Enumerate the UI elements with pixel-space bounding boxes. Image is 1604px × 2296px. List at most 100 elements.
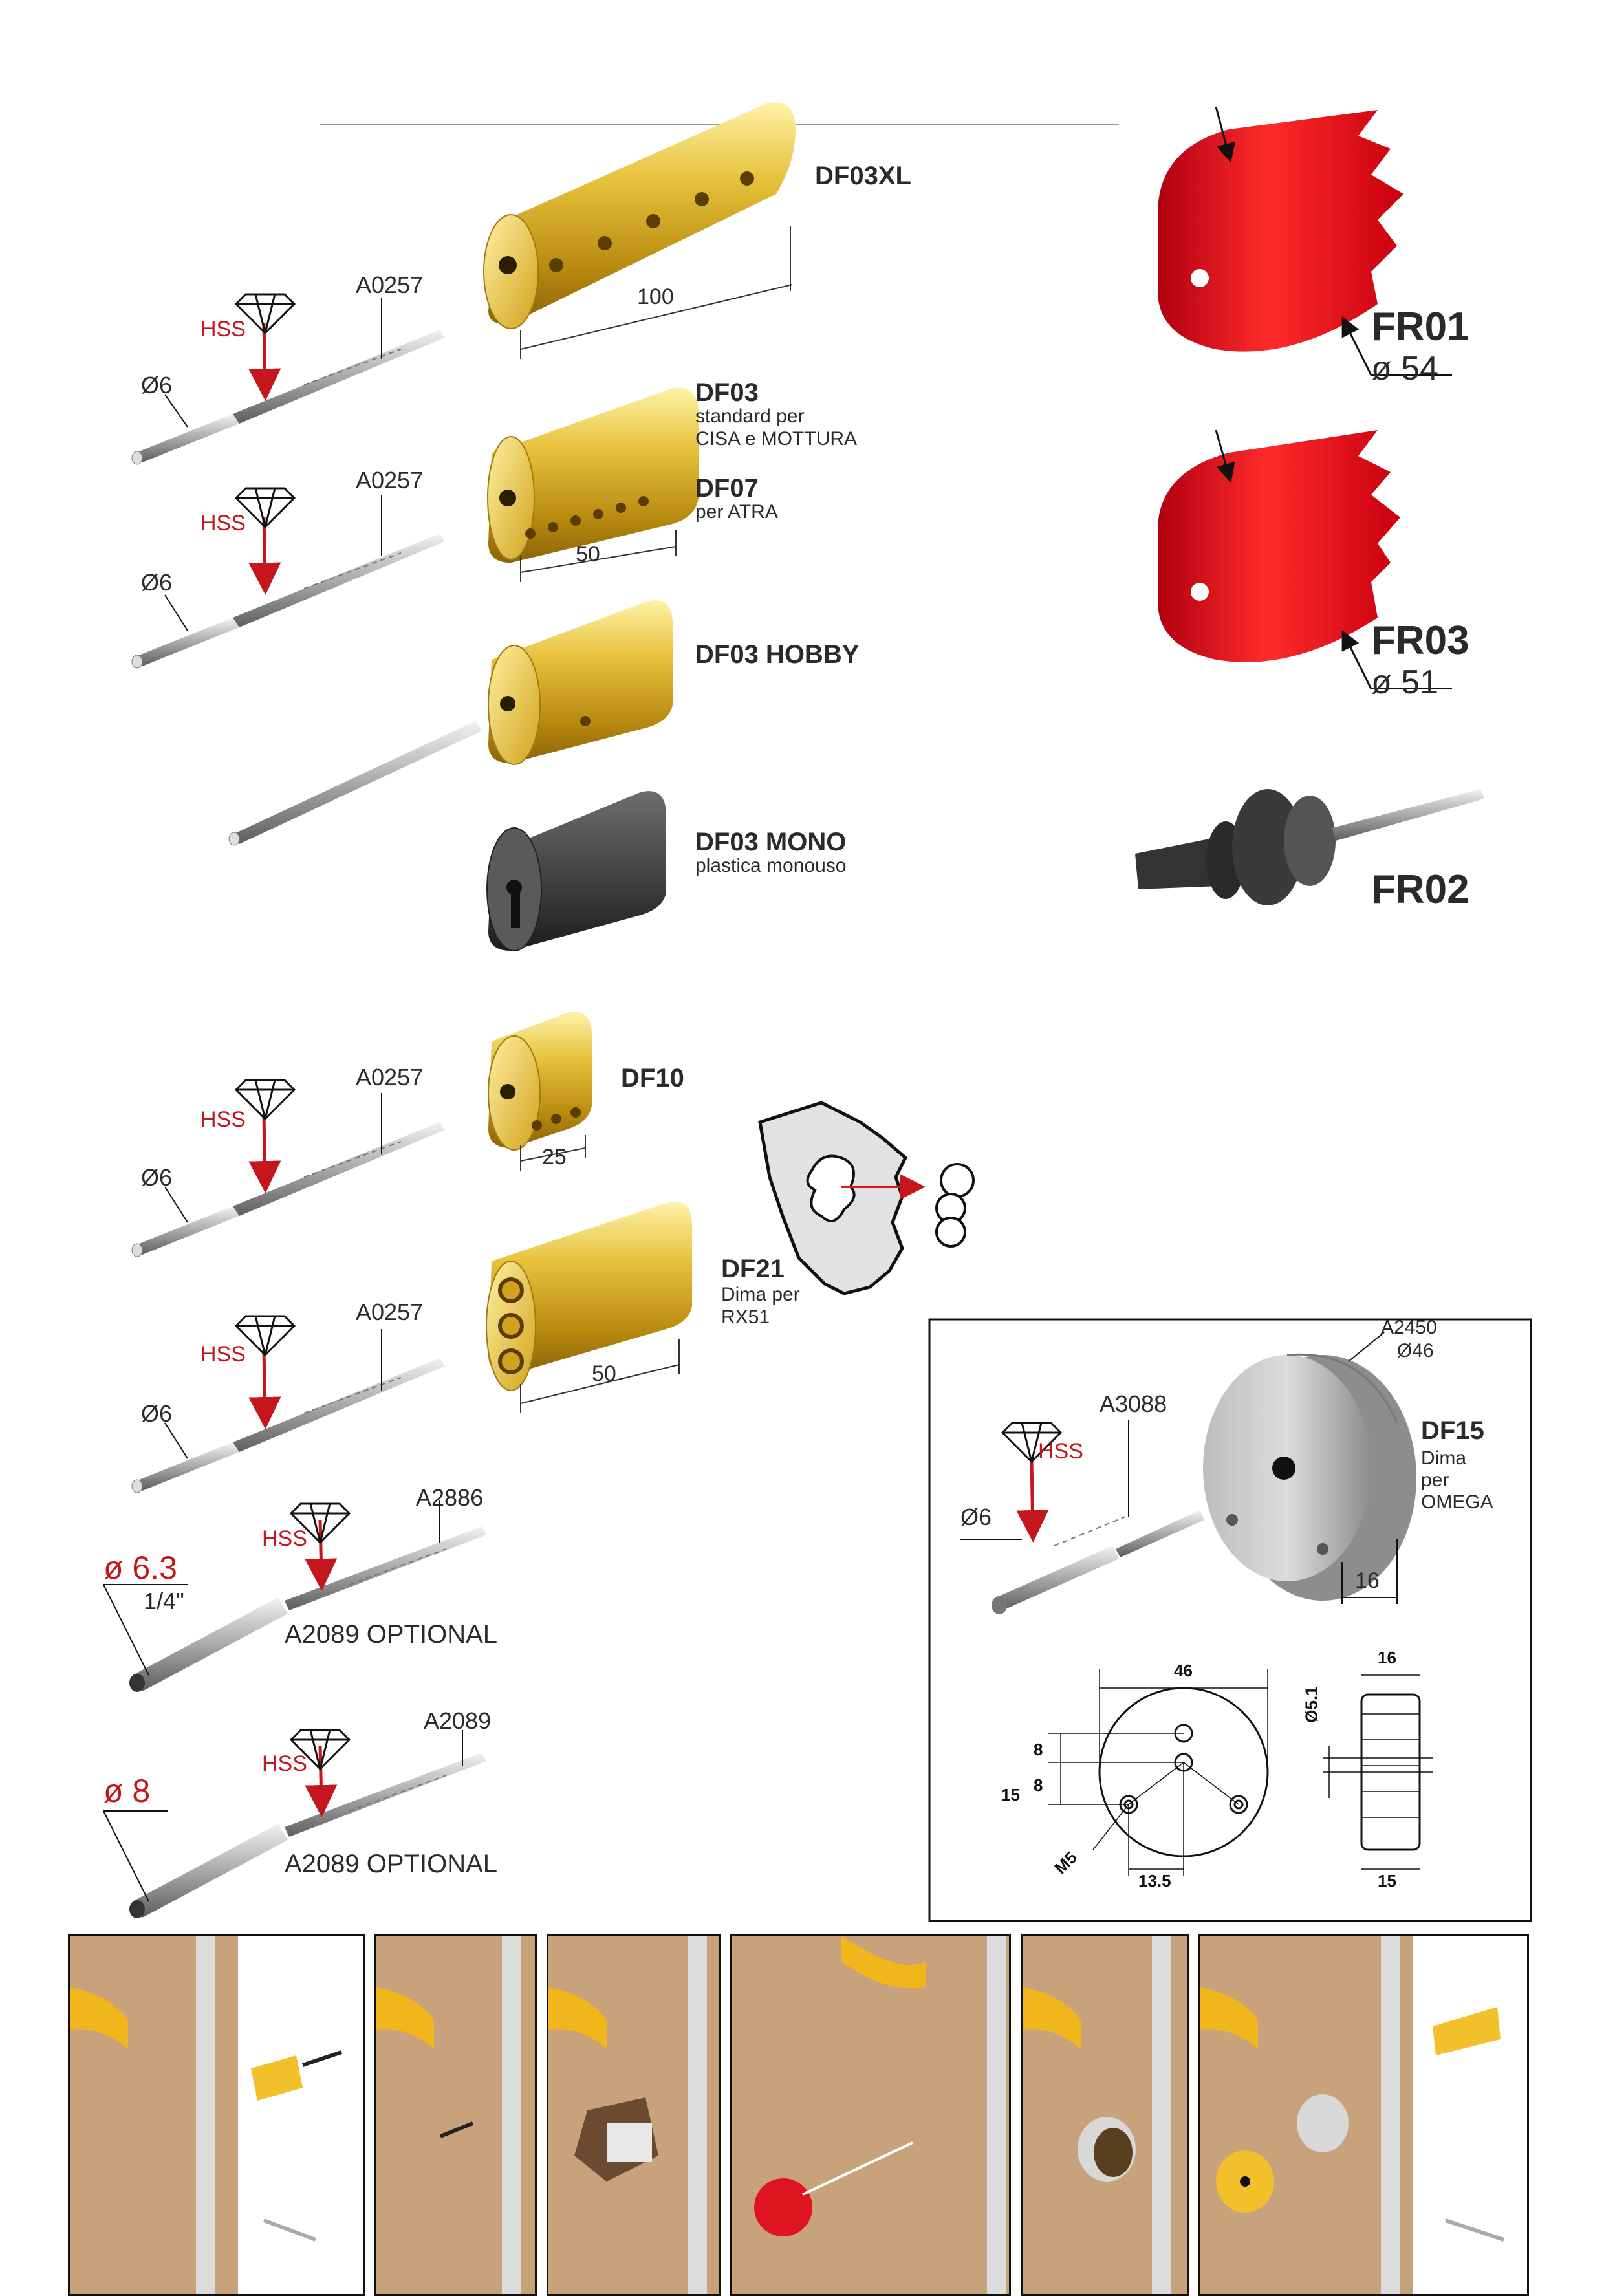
df03xl-code: DF03XL	[815, 162, 911, 190]
install-step-2-panel	[374, 1934, 537, 2296]
diamond-icon	[289, 1729, 351, 1771]
bit3-code: A0257	[356, 1064, 424, 1090]
dim-13-5: 13.5	[1138, 1871, 1171, 1890]
df21-desc-line1: Dima per	[721, 1284, 800, 1305]
install-step-6-panel	[1198, 1934, 1529, 2296]
df03-desc-line2: CISA e MOTTURA	[695, 428, 858, 449]
df03-hobby-cylinder-image	[228, 600, 673, 846]
dim-15: 15	[1001, 1785, 1020, 1804]
diamond-icon	[1001, 1422, 1063, 1464]
drill-bit-5-image	[103, 1500, 486, 1692]
drill-bit-3-image	[131, 1093, 445, 1257]
triple-cylinder-dimension: 50	[592, 1361, 616, 1386]
bit2-code: A0257	[356, 467, 424, 493]
df15-disc-diameter: Ø46	[1397, 1340, 1434, 1361]
install-step-5-illustration	[1023, 1936, 1187, 2294]
df21-desc-line2: RX51	[721, 1306, 770, 1328]
install-step-3-illustration	[548, 1936, 719, 2294]
bit3-diameter: Ø6	[141, 1164, 173, 1191]
fr03-diameter: ø 51	[1371, 664, 1439, 701]
dim-16: 16	[1378, 1648, 1396, 1667]
df15-bit-diameter: Ø6	[960, 1504, 992, 1530]
df15-disc-image	[1203, 1332, 1416, 1604]
df15-hss: HSS	[1038, 1439, 1083, 1464]
bit4-hss: HSS	[200, 1342, 246, 1367]
bit5-code: A2886	[416, 1484, 484, 1511]
bit1-code: A0257	[356, 272, 424, 298]
drill-bit-1-image	[131, 298, 445, 465]
bit6-diameter: ø 8	[103, 1773, 151, 1809]
drill-bit-4-image	[131, 1329, 445, 1493]
install-step-4-panel	[730, 1934, 1011, 2296]
df10-dimension: 25	[542, 1145, 567, 1169]
bit5-diameter: ø 6.3	[103, 1550, 177, 1586]
df03-desc-line1: standard per	[695, 406, 805, 427]
df15-box-frame	[928, 1318, 1532, 1922]
df03-code: DF03	[695, 378, 759, 407]
install-step-5-panel	[1021, 1934, 1189, 2296]
install-step-6-illustration	[1200, 1936, 1527, 2294]
fr03-code: FR03	[1371, 618, 1469, 663]
diamond-icon	[234, 1079, 296, 1121]
bit1-hss: HSS	[200, 317, 246, 341]
fr01-diameter: ø 54	[1371, 350, 1439, 387]
fr01-code: FR01	[1371, 305, 1469, 349]
df07-code: DF07	[695, 474, 759, 503]
dim-8a: 8	[1034, 1740, 1043, 1759]
df21-code: DF21	[721, 1255, 785, 1283]
bit6-optional: A2089 OPTIONAL	[285, 1850, 498, 1878]
df15-bit-code: A3088	[1100, 1391, 1167, 1417]
diamond-icon	[234, 1315, 296, 1357]
fr02-arbor-image	[1135, 789, 1484, 905]
df03-mono-cylinder-image	[486, 791, 666, 951]
df15-disc-code: A2450	[1381, 1317, 1437, 1338]
bit2-hss: HSS	[200, 511, 246, 536]
diamond-icon	[234, 487, 296, 529]
df03-mono-desc: plastica monouso	[695, 855, 847, 876]
drill-bit-6-image	[103, 1730, 486, 1918]
df15-desc-line1: Dima	[1421, 1447, 1467, 1469]
install-step-2-illustration	[376, 1936, 535, 2294]
df21-template-image	[758, 1101, 975, 1295]
diamond-icon	[234, 293, 296, 335]
install-step-3-panel	[547, 1934, 721, 2296]
bit5-optional: A2089 OPTIONAL	[285, 1620, 498, 1649]
df15-desc-line2: per	[1421, 1469, 1449, 1491]
bit2-diameter: Ø6	[141, 569, 173, 596]
df10-cylinder-image	[488, 1012, 592, 1171]
fr01-hole-saw-image	[1158, 106, 1452, 376]
dim-d5-1: Ø5.1	[1301, 1686, 1321, 1723]
df15-technical-drawing	[1048, 1669, 1433, 1876]
bit1-diameter: Ø6	[141, 372, 173, 398]
df15-drill-bit-image	[960, 1420, 1204, 1614]
bit4-diameter: Ø6	[141, 1400, 173, 1427]
bit5-hss: HSS	[262, 1526, 307, 1551]
bit5-inch: 1/4"	[144, 1588, 184, 1614]
df15-disc-thickness: 16	[1355, 1568, 1380, 1593]
df15-code: DF15	[1421, 1416, 1484, 1445]
diamond-icon	[289, 1502, 351, 1544]
install-step-4-illustration	[732, 1936, 1009, 2294]
bit6-code: A2089	[424, 1707, 492, 1734]
fr02-code: FR02	[1371, 867, 1469, 912]
dim-8b: 8	[1034, 1775, 1043, 1795]
bit4-code: A0257	[356, 1299, 424, 1325]
df10-code: DF10	[621, 1064, 684, 1092]
drill-bit-2-image	[131, 495, 445, 669]
install-step-1-illustration	[70, 1936, 363, 2294]
install-step-1-panel	[68, 1934, 365, 2296]
df03-mono-code: DF03 MONO	[695, 828, 847, 856]
df07-dimension: 50	[576, 542, 600, 567]
bit3-hss: HSS	[200, 1107, 246, 1132]
df07-cylinder-image	[487, 387, 699, 582]
df03xl-cylinder-image	[483, 102, 796, 359]
triple-cylinder-image	[486, 1202, 692, 1413]
df07-desc: per ATRA	[695, 501, 778, 523]
bit6-hss: HSS	[262, 1751, 307, 1776]
df03xl-dimension: 100	[637, 285, 674, 309]
fr03-hole-saw-image	[1158, 429, 1452, 689]
df03-hobby-code: DF03 HOBBY	[695, 640, 860, 669]
df15-desc-line3: OMEGA	[1421, 1491, 1493, 1513]
dim-15b: 15	[1378, 1871, 1396, 1890]
